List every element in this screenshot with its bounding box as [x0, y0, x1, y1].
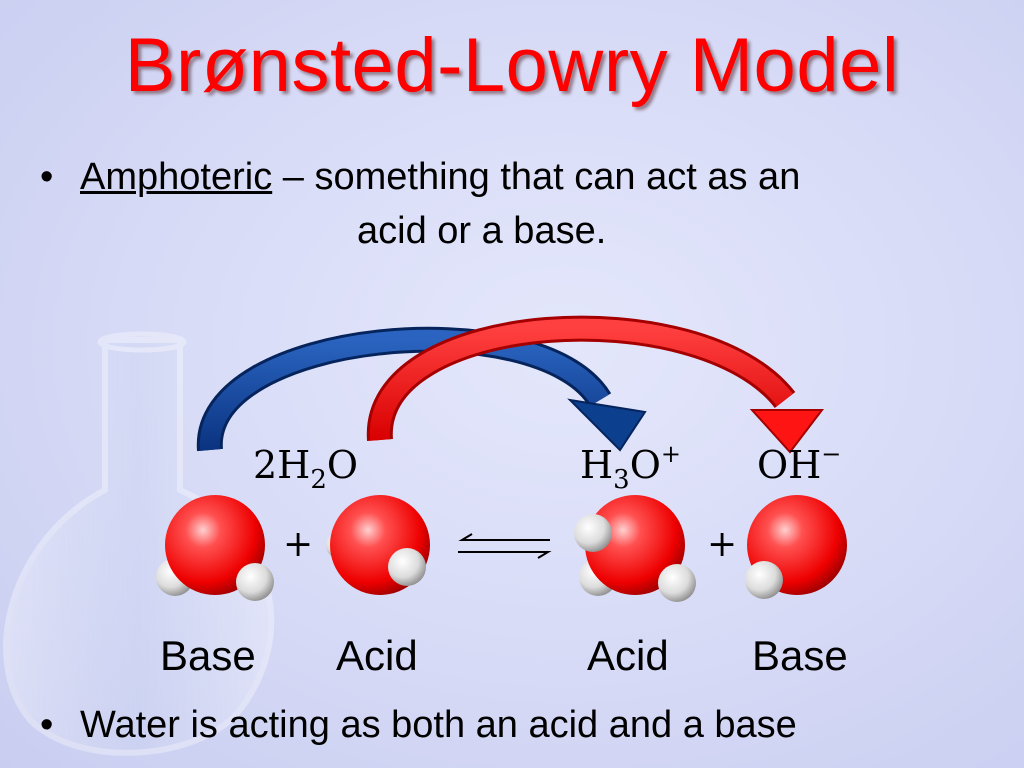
slide-title: Brønsted-Lowry Model	[124, 23, 900, 108]
hydronium-charge: +	[660, 440, 681, 468]
bullet-marker: •	[40, 704, 54, 746]
definition-term: Amphoteric	[80, 156, 273, 198]
role-label-acid-2: Acid	[587, 632, 669, 679]
plus-sign-products: +	[707, 524, 738, 565]
reactant-formula-tail: O	[326, 443, 359, 487]
hydroxide-formula-main: OH	[757, 443, 822, 487]
hydroxide-charge: −	[821, 440, 842, 468]
role-label-acid-1: Acid	[336, 632, 418, 679]
role-label-base-2: Base	[752, 632, 848, 679]
definition-line-2: acid or a base.	[357, 210, 607, 252]
hydroxide-formula: OH−	[757, 440, 842, 487]
reactant-formula-main: 2H	[253, 443, 311, 487]
definition-dash: –	[282, 156, 304, 198]
plus-sign-reactants: +	[283, 524, 314, 565]
definition-text: something that can act as an	[314, 156, 801, 198]
equilibrium-arrows	[458, 533, 552, 559]
role-label-base-1: Base	[160, 632, 256, 679]
reactant-formula: 2H2O	[253, 443, 359, 495]
hydronium-formula-main: H	[580, 443, 614, 487]
bullet-marker: •	[40, 156, 54, 198]
hydronium-molecule-acid	[574, 495, 696, 602]
hydronium-formula: H3O+	[580, 440, 681, 495]
conclusion-text: Water is acting as both an acid and a ba…	[80, 704, 797, 746]
hydronium-formula-tail: O	[629, 443, 661, 487]
red-proton-transfer-arrow	[366, 315, 825, 454]
water-molecule-base	[156, 495, 274, 601]
blue-proton-transfer-arrow	[196, 326, 647, 452]
hydronium-formula-subscript: 3	[613, 465, 630, 495]
reactant-formula-subscript: 2	[310, 465, 327, 495]
definition-line-1: Amphoteric – something that can act as a…	[80, 156, 800, 199]
water-molecule-acid	[326, 495, 430, 595]
hydroxide-molecule-base	[745, 495, 847, 599]
